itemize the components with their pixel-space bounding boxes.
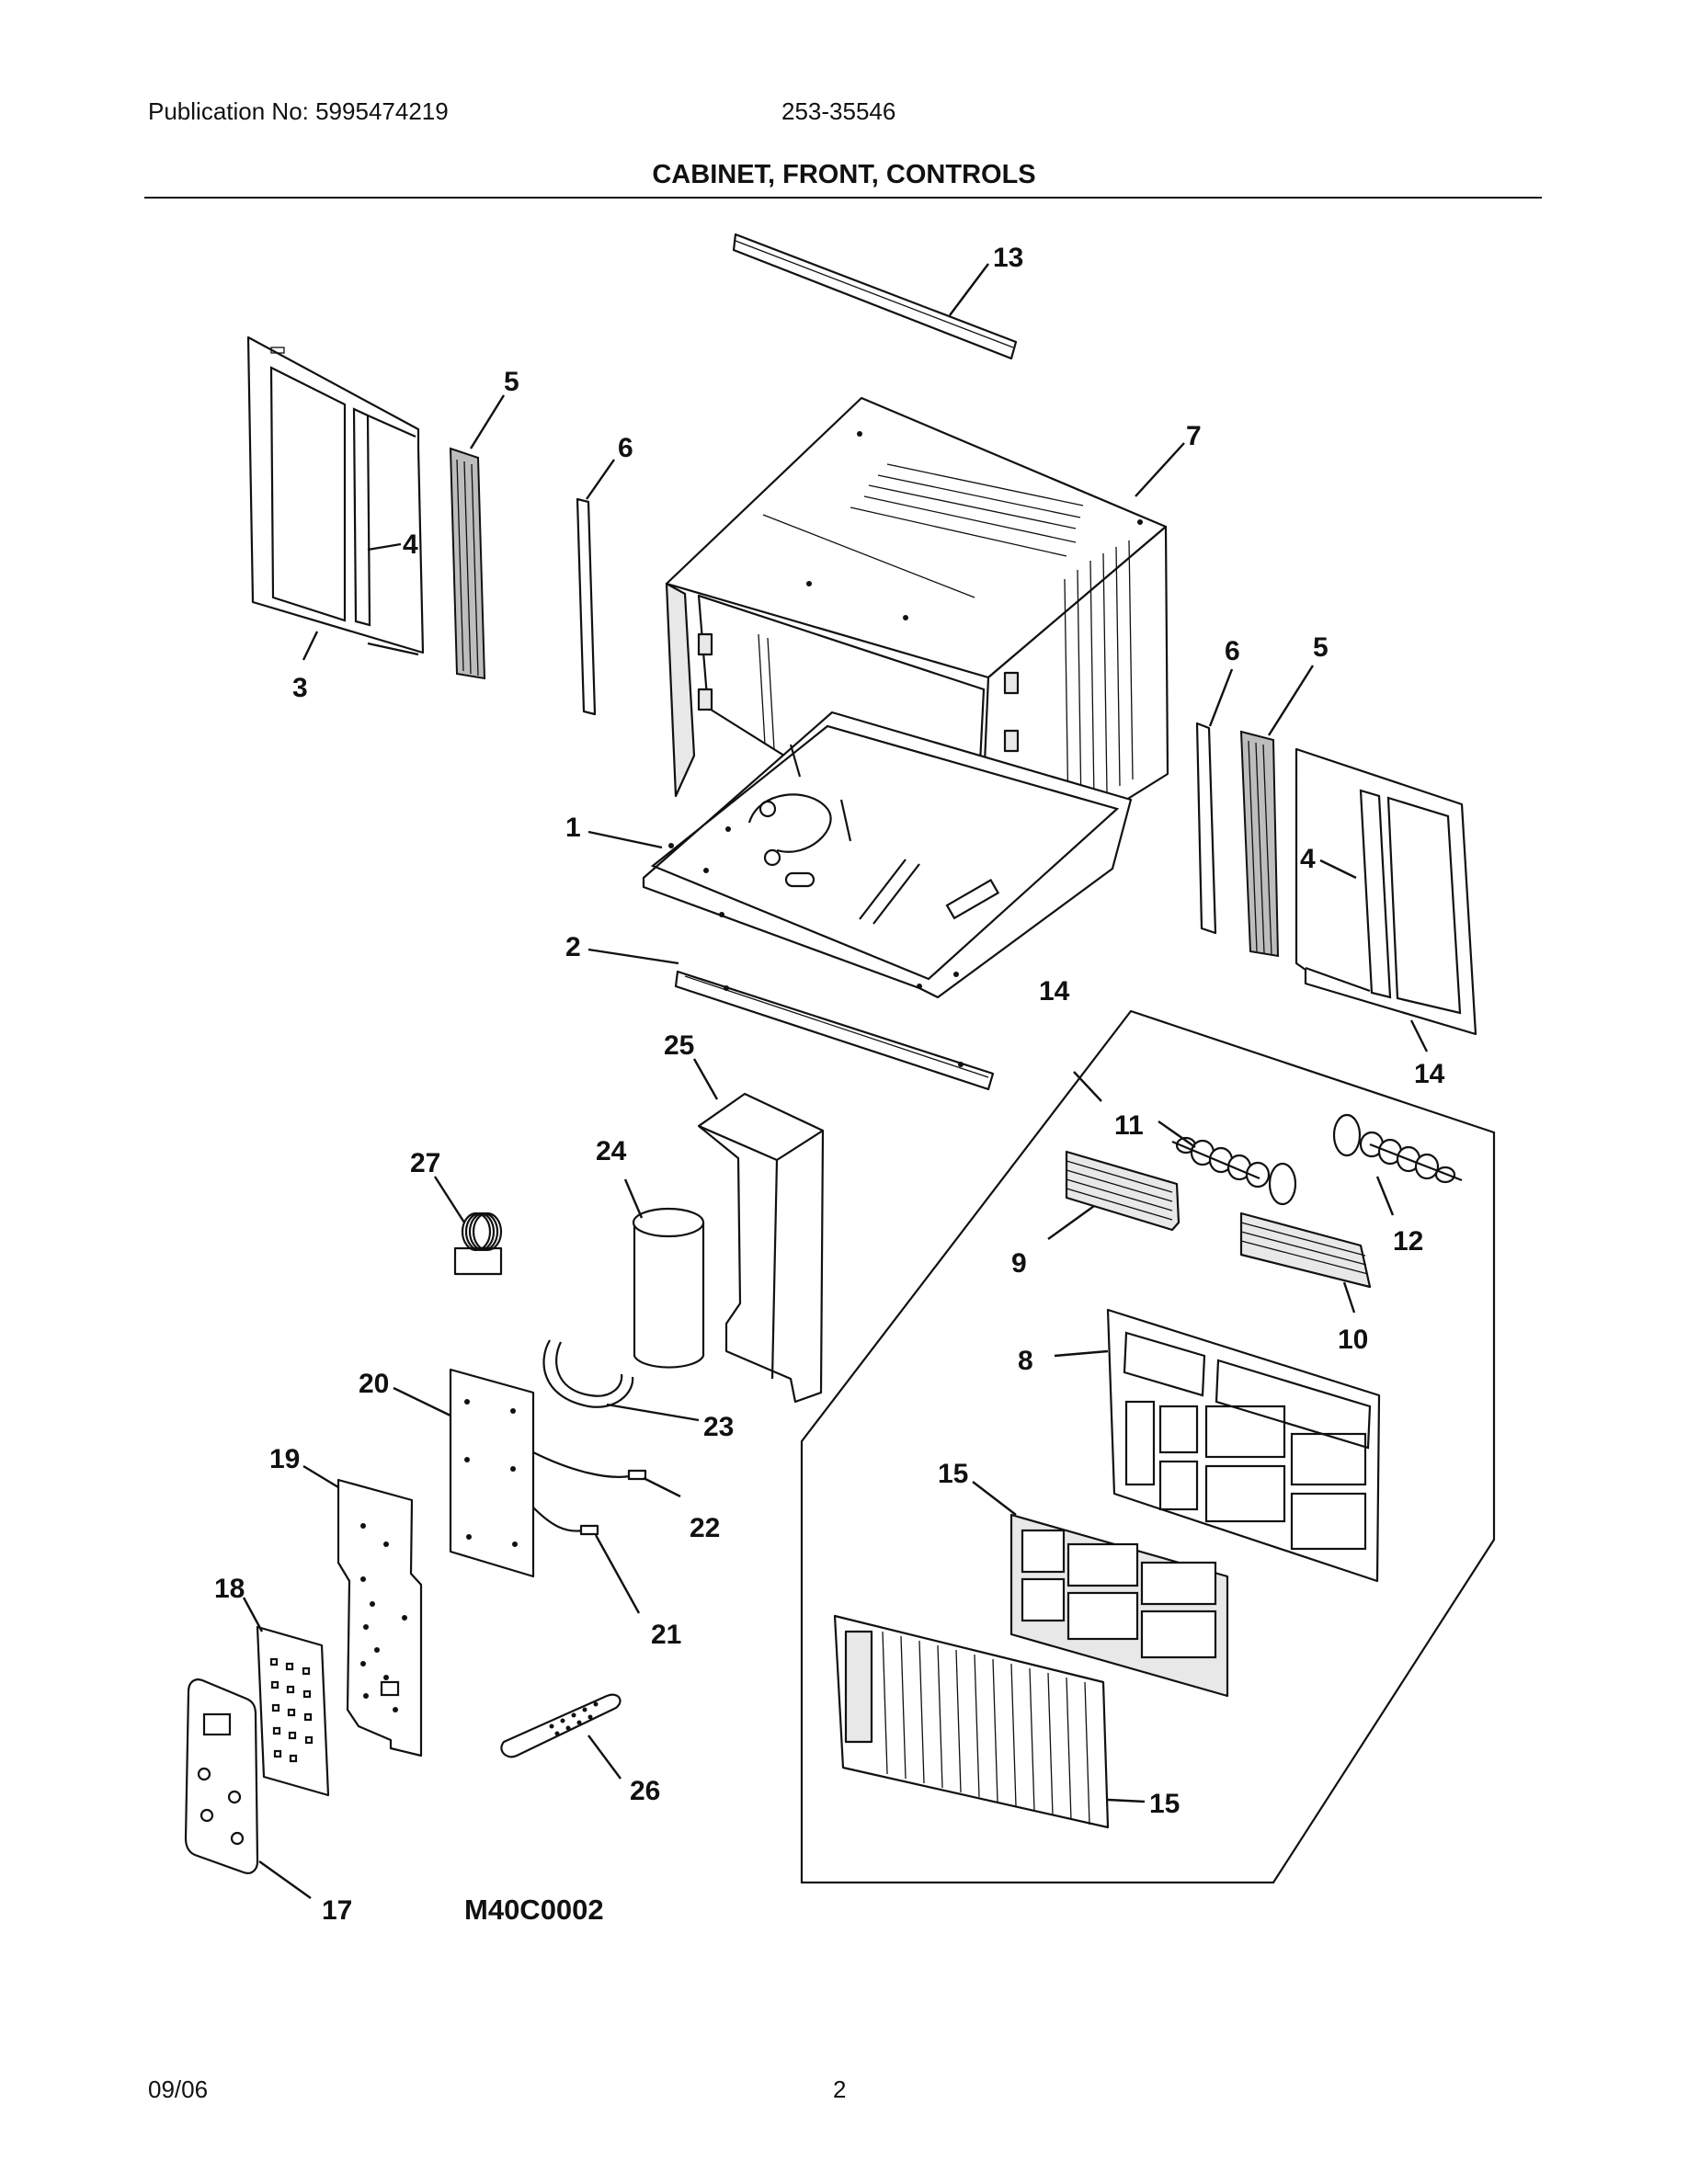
footer-date: 09/06	[148, 2076, 209, 2103]
callout-10: 14	[1039, 976, 1070, 1007]
part-air-deflector-upper	[1065, 1150, 1180, 1232]
callout-2: 2	[565, 932, 581, 962]
callout-26: 26	[630, 1776, 660, 1806]
part-keypad-membrane	[256, 1625, 330, 1797]
part-right-curtain-frame	[1295, 747, 1477, 1036]
part-capacitor-strap	[542, 1339, 634, 1408]
part-air-deflector-lower	[1239, 1211, 1372, 1289]
part-top-channel	[732, 233, 1018, 360]
callout-27: 27	[410, 1148, 440, 1178]
callout-9: 14	[1414, 1059, 1445, 1089]
callout-13: 8	[1018, 1346, 1033, 1376]
callout-21: 21	[651, 1620, 681, 1650]
part-left-gasket-strip	[576, 497, 597, 716]
callout-5-left: 5	[504, 367, 519, 397]
part-control-box	[449, 1368, 647, 1578]
page-title: CABINET, FRONT, CONTROLS	[652, 160, 1036, 189]
part-louver-set-upper	[1171, 1136, 1297, 1206]
callout-17: 17	[322, 1895, 352, 1926]
callout-24: 24	[596, 1136, 627, 1166]
publication-number: Publication No: 5995474219	[148, 97, 449, 125]
part-front-grille-frame	[1106, 1308, 1381, 1583]
part-left-curtain-frame	[246, 336, 425, 656]
callout-8: 13	[993, 243, 1023, 273]
part-base-pan	[642, 711, 1133, 999]
part-louver-set-lower	[1332, 1113, 1463, 1184]
callout-15-upper: 11	[1114, 1110, 1144, 1141]
part-left-foam-seal	[449, 447, 486, 680]
callout-3: 3	[292, 673, 308, 703]
callout-18: 18	[214, 1574, 245, 1604]
callout-7: 7	[1186, 421, 1202, 451]
callout-leader-lines	[242, 263, 1429, 1899]
part-capacitor-bracket	[697, 1092, 825, 1404]
part-right-gasket-strip	[1195, 722, 1217, 935]
callout-19: 19	[269, 1444, 300, 1474]
callout-1: 1	[565, 813, 581, 843]
callout-4-left: 4	[403, 529, 418, 560]
page-number: 2	[833, 2076, 847, 2103]
callout-15-lower: 12	[1393, 1226, 1423, 1257]
callout-22: 22	[690, 1513, 720, 1543]
callout-6-left: 6	[618, 433, 633, 463]
part-front-channel	[674, 970, 995, 1091]
front-panel-assembly-outline	[800, 1009, 1496, 1884]
part-front-grille	[833, 1614, 1110, 1829]
callout-12: 15	[938, 1459, 968, 1489]
part-capacitor	[632, 1207, 705, 1369]
model-number: 253-35546	[781, 97, 896, 125]
callout-20: 20	[359, 1369, 389, 1399]
callout-14-lower: 10	[1338, 1325, 1368, 1355]
part-remote-control	[500, 1693, 622, 1758]
callout-14-upper: 9	[1011, 1248, 1027, 1279]
part-control-panel-cover	[184, 1678, 259, 1874]
part-circuit-board	[336, 1478, 423, 1757]
callout-11: 15	[1149, 1789, 1180, 1819]
title-divider	[144, 197, 1542, 199]
diagram-id: M40C0002	[464, 1894, 604, 1926]
callout-4-right: 4	[1300, 844, 1316, 874]
callout-25: 25	[664, 1030, 694, 1061]
callout-5-right: 5	[1313, 632, 1329, 663]
callout-23: 23	[703, 1412, 734, 1442]
part-right-foam-seal	[1239, 730, 1280, 958]
callout-6-right: 6	[1225, 636, 1240, 666]
part-air-filter	[1009, 1513, 1229, 1698]
part-reactor-coil	[453, 1211, 503, 1276]
